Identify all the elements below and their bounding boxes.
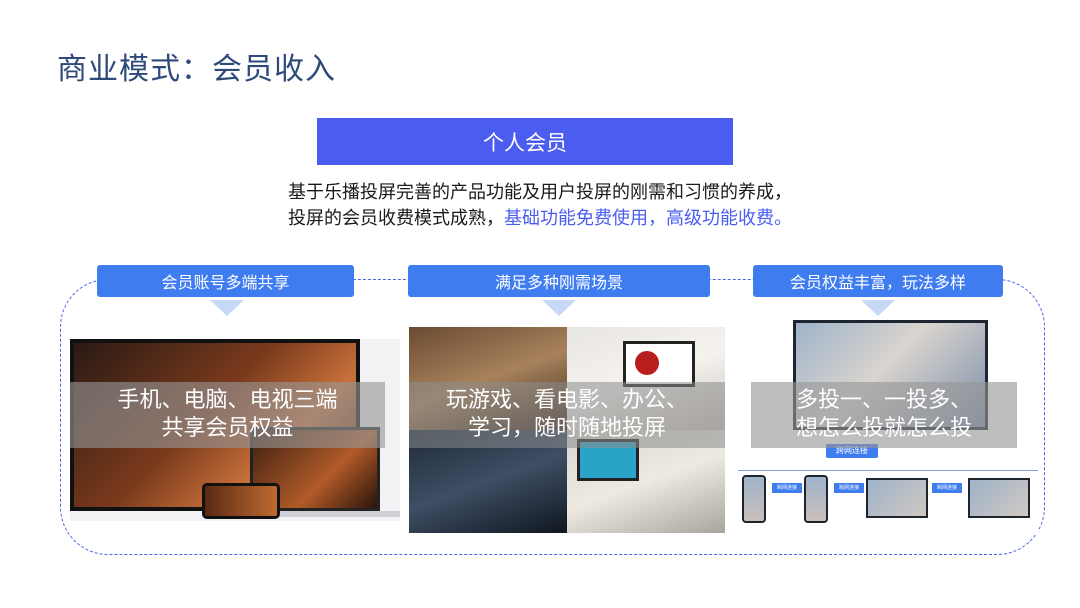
feature-tag-label: 满足多种刚需场景 <box>494 273 623 292</box>
connector-line <box>738 470 1038 471</box>
feature-overlay-3: 多投一、一投多、 想怎么投就怎么投 <box>751 382 1017 448</box>
overlay-line-1: 手机、电脑、电视三端 <box>117 388 338 413</box>
cross-net-small-badge: 跨网连接 <box>834 483 864 493</box>
personal-member-label: 个人会员 <box>483 130 567 155</box>
feature-tag-label: 会员账号多端共享 <box>161 273 290 292</box>
feature-overlay-1: 手机、电脑、电视三端 共享会员权益 <box>70 382 385 448</box>
pointer-triangle <box>542 300 576 316</box>
overlay-line-1: 玩游戏、看电影、办公、 <box>445 388 688 413</box>
feature-tag-label: 会员权益丰富，玩法多样 <box>789 273 966 292</box>
devices-image <box>70 339 400 521</box>
description-plain: 投屏的会员收费模式成熟， <box>288 208 504 229</box>
description-highlight: 基础功能免费使用，高级功能收费。 <box>504 208 792 229</box>
pie-graphic-shape <box>635 351 659 375</box>
overlay-line-2: 共享会员权益 <box>161 416 294 441</box>
cross-net-small-badge: 跨网连接 <box>932 483 962 493</box>
office-display-shape <box>623 341 695 387</box>
phone-device-shape <box>742 475 766 523</box>
description-line-2: 投屏的会员收费模式成熟，基础功能免费使用，高级功能收费。 <box>0 206 1080 232</box>
overlay-line-2: 学习，随时随地投屏 <box>467 416 666 441</box>
page-title: 商业模式：会员收入 <box>57 52 336 87</box>
laptop-base-shape <box>240 511 400 517</box>
overlay-line-2: 想怎么投就怎么投 <box>795 416 972 441</box>
feature-tag-rich-benefits: 会员权益丰富，玩法多样 <box>753 265 1003 297</box>
feature-overlay-2: 玩游戏、看电影、办公、 学习，随时随地投屏 <box>409 382 725 448</box>
feature-tag-multi-device: 会员账号多端共享 <box>97 265 354 297</box>
scenarios-collage <box>409 327 725 533</box>
pointer-triangle <box>861 300 895 316</box>
pointer-triangle <box>210 300 244 316</box>
description-line-1: 基于乐播投屏完善的产品功能及用户投屏的刚需和习惯的养成， <box>288 182 792 203</box>
phone-device-shape <box>804 475 828 523</box>
personal-member-banner: 个人会员 <box>317 118 733 165</box>
overlay-line-1: 多投一、一投多、 <box>795 388 972 413</box>
phone-shape <box>202 483 280 519</box>
laptop-device-shape <box>968 478 1030 518</box>
laptop-device-shape <box>866 478 928 518</box>
feature-tag-scenarios: 满足多种刚需场景 <box>408 265 710 297</box>
cross-net-small-badge: 跨网连接 <box>772 483 802 493</box>
description: 基于乐播投屏完善的产品功能及用户投屏的刚需和习惯的养成， 投屏的会员收费模式成熟… <box>0 180 1080 232</box>
